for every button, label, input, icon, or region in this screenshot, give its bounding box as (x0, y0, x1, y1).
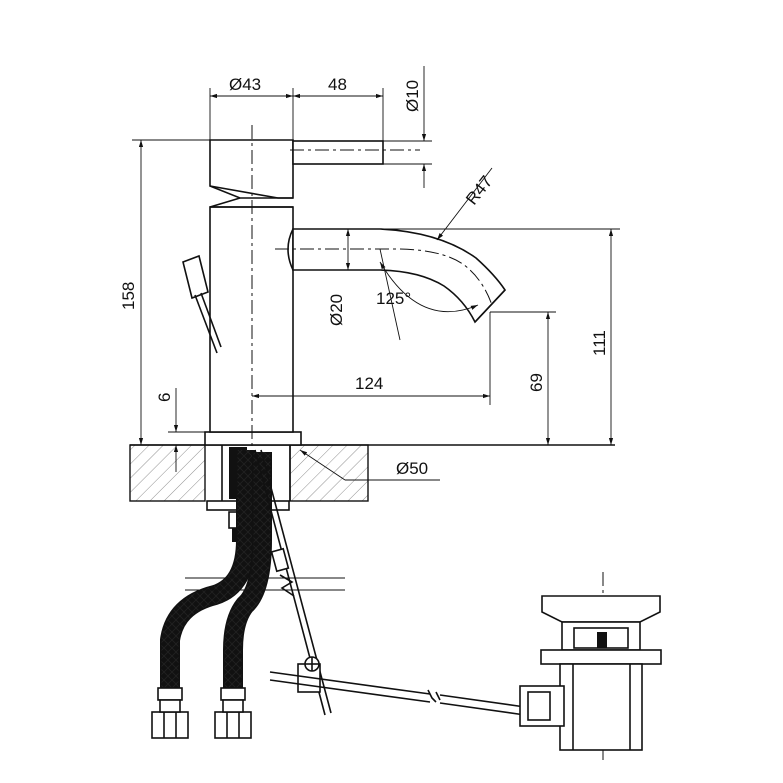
countertop-section (129, 444, 615, 502)
break-lines (185, 574, 345, 597)
dimension-labels: Ø43 48 Ø10 R47 Ø20 125° 158 111 69 124 6… (119, 75, 609, 478)
pop-up-drain (519, 595, 662, 751)
label-spout-height: 111 (590, 330, 609, 356)
popup-rod (182, 254, 222, 354)
label-spout-reach: 124 (355, 374, 383, 393)
label-spout-radius: R47 (462, 172, 496, 208)
label-hole-diameter: Ø50 (396, 459, 428, 478)
label-outlet-height: 69 (527, 373, 546, 392)
dimension-lines (132, 66, 620, 481)
label-flange-height: 6 (155, 393, 174, 402)
label-lever-diameter: Ø10 (403, 80, 422, 112)
flex-hoses (151, 450, 272, 739)
label-lever-length: 48 (328, 75, 347, 94)
popup-linkage (254, 449, 526, 716)
label-base-diameter: Ø43 (229, 75, 261, 94)
label-total-height: 158 (119, 282, 138, 310)
label-spout-angle: 125° (376, 289, 411, 308)
label-spout-diameter: Ø20 (327, 294, 346, 326)
faucet-body (182, 139, 507, 446)
